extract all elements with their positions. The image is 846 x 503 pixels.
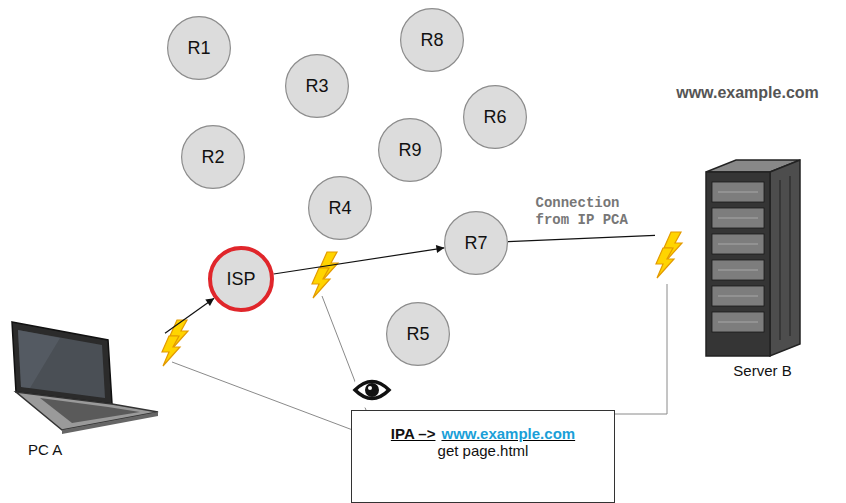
circle-shape: [309, 177, 372, 240]
circle-shape: [286, 55, 349, 118]
router-label: R2: [201, 147, 224, 168]
router-circle: R6: [463, 85, 527, 149]
router-circle: ISP: [208, 246, 274, 312]
circle-shape: [379, 119, 442, 182]
network-link: [274, 248, 445, 274]
router-label: R3: [305, 76, 328, 97]
router-label: R1: [187, 38, 210, 59]
packet-box: IPA –> www.example.comget page.html: [351, 410, 615, 503]
lightning-bolts: [162, 232, 682, 366]
device-label: Server B: [703, 362, 791, 379]
host-name: www.example.com: [676, 84, 819, 102]
client-pc: PC A: [0, 318, 165, 466]
device-label: PC A: [28, 441, 62, 458]
router-circle: R7: [444, 211, 508, 275]
circle-shape: [445, 212, 508, 275]
request-line: IPA –> www.example.com: [352, 425, 614, 442]
router-circle: R3: [285, 54, 349, 118]
router-label: R6: [483, 107, 506, 128]
router-label: R8: [420, 30, 443, 51]
network-link: [508, 235, 655, 241]
circle-shape: [401, 9, 464, 72]
circle-shape: [182, 126, 245, 189]
router-circle: R1: [167, 16, 231, 80]
destination-host: www.example.com: [441, 425, 575, 442]
router-label: ISP: [226, 269, 255, 290]
router-circle: R5: [386, 302, 450, 366]
router-circle: R2: [181, 125, 245, 189]
eye-icon: [353, 371, 391, 409]
request-body: get page.html: [352, 442, 614, 459]
circle-shape: [464, 86, 527, 149]
router-label: R7: [464, 233, 487, 254]
laptop-icon: [12, 322, 158, 434]
circle-shape: [387, 303, 450, 366]
router-label: R5: [406, 324, 429, 345]
circle-shape: [168, 17, 231, 80]
router-label: R4: [328, 198, 351, 219]
web-server: www.example.comServer B: [655, 84, 840, 379]
router-circle: R4: [308, 176, 372, 240]
source-address: IPA –>: [391, 425, 436, 442]
circle-shape: [210, 248, 272, 310]
network-link: [165, 298, 214, 333]
router-circle: R8: [400, 8, 464, 72]
link-label: Connection from IP PCA: [533, 194, 637, 231]
router-label: R9: [398, 140, 421, 161]
router-circle: R9: [378, 118, 442, 182]
server-icon: [706, 160, 800, 356]
